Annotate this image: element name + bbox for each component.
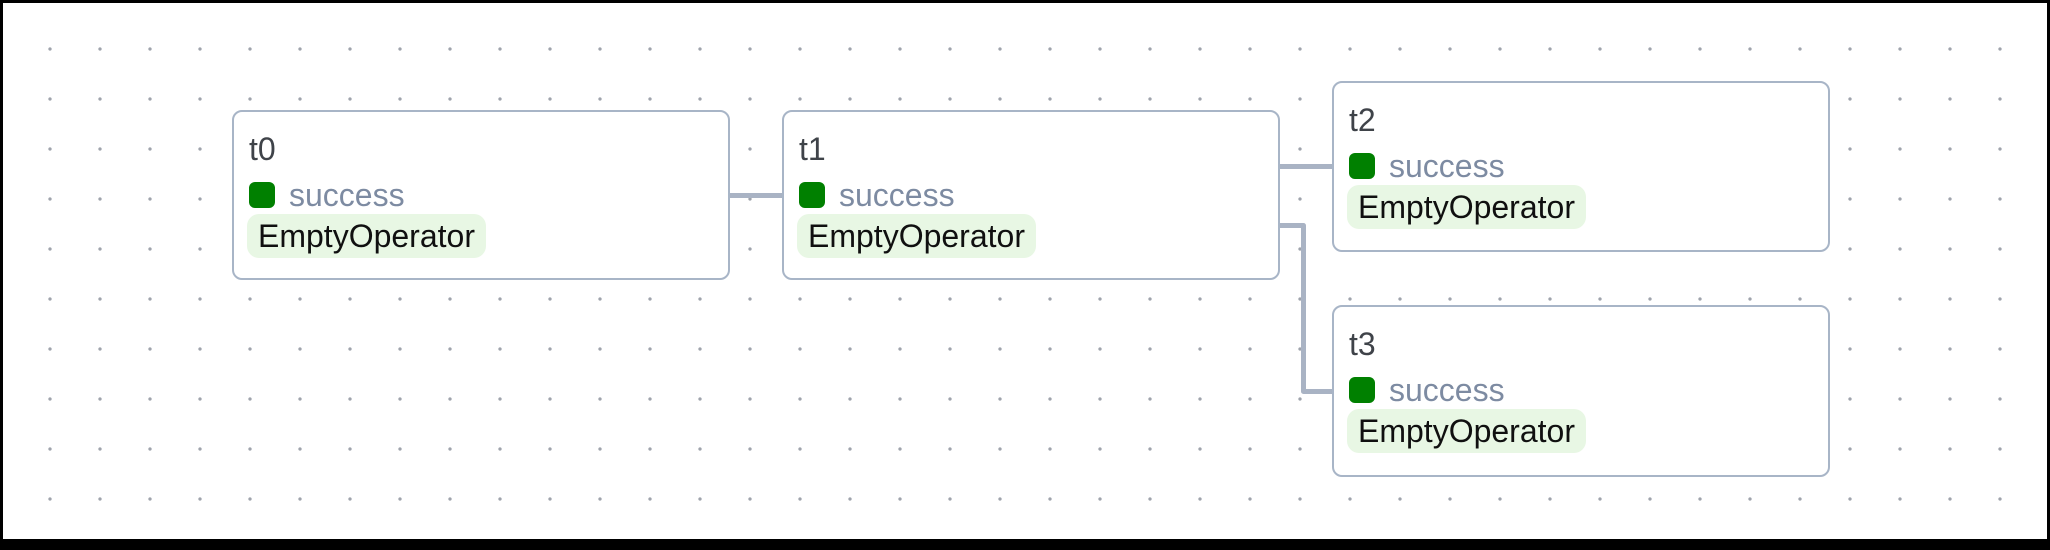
task-node-t1[interactable]: t1 success EmptyOperator	[782, 110, 1280, 280]
operator-badge: EmptyOperator	[1347, 409, 1586, 453]
task-state-label: success	[1389, 372, 1505, 408]
success-state-icon	[1349, 153, 1375, 179]
task-node-t0[interactable]: t0 success EmptyOperator	[232, 110, 730, 280]
task-state-label: success	[839, 177, 955, 213]
task-name: t3	[1349, 326, 1376, 362]
success-state-icon	[799, 182, 825, 208]
operator-badge: EmptyOperator	[247, 214, 486, 258]
edges-layer	[730, 164, 1332, 394]
task-name: t1	[799, 131, 826, 167]
task-status-row: success	[1349, 372, 1505, 408]
task-name: t2	[1349, 102, 1376, 138]
task-name: t0	[249, 131, 276, 167]
operator-badge: EmptyOperator	[797, 214, 1036, 258]
task-state-label: success	[1389, 148, 1505, 184]
task-node-t3[interactable]: t3 success EmptyOperator	[1332, 305, 1830, 477]
success-state-icon	[1349, 377, 1375, 403]
task-status-row: success	[799, 177, 955, 213]
task-status-row: success	[1349, 148, 1505, 184]
task-status-row: success	[249, 177, 405, 213]
edge-t1-t3	[1280, 223, 1332, 394]
task-node-t2[interactable]: t2 success EmptyOperator	[1332, 81, 1830, 252]
operator-badge: EmptyOperator	[1347, 185, 1586, 229]
task-state-label: success	[289, 177, 405, 213]
success-state-icon	[249, 182, 275, 208]
